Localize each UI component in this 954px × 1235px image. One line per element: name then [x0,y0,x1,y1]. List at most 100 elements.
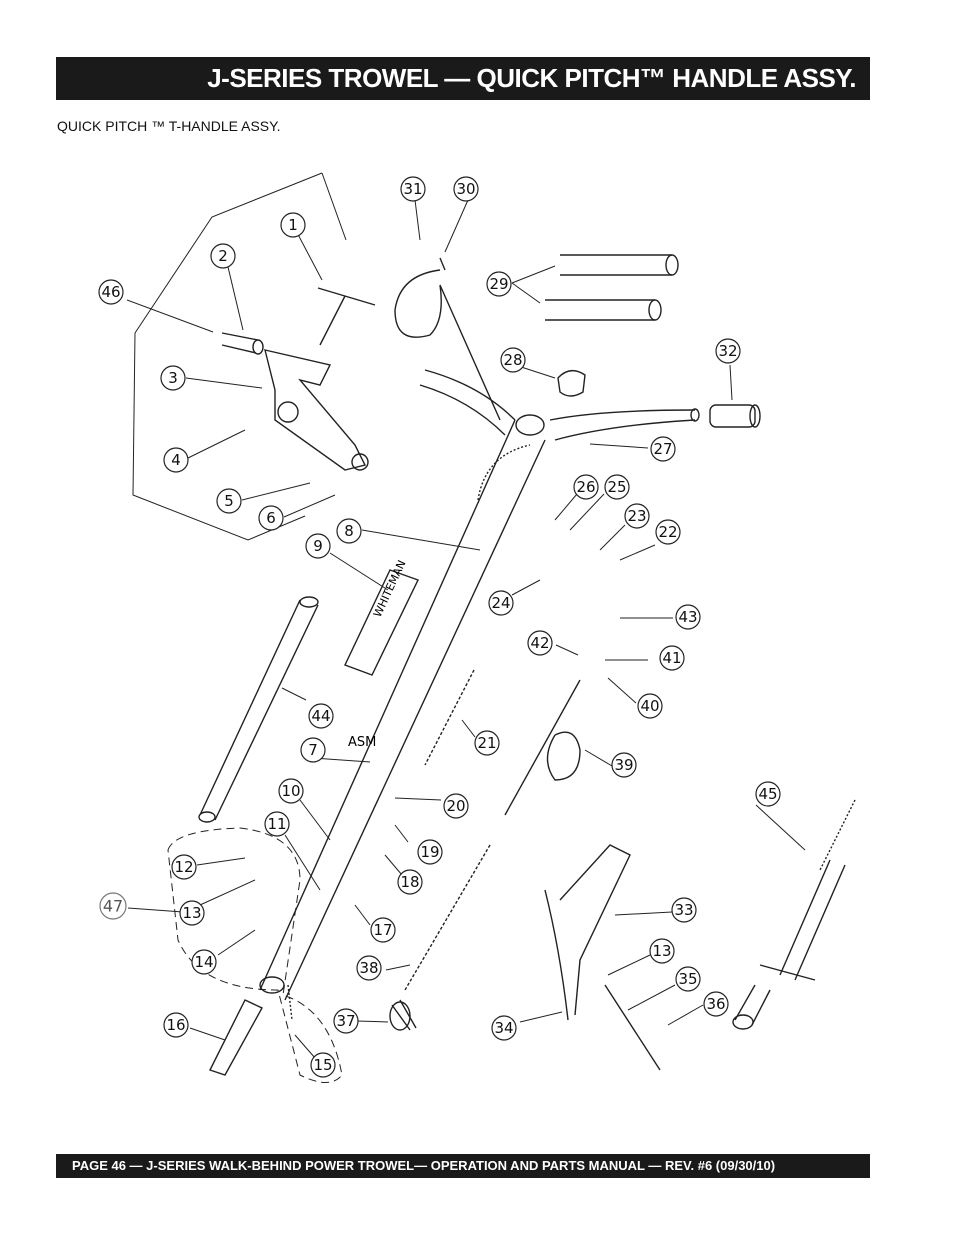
callout-17: 17 [370,917,396,943]
threaded-rod [424,669,475,766]
callout-20: 20 [443,793,469,819]
grip-tube-small [221,332,259,354]
svg-text:22: 22 [658,523,677,541]
svg-text:31: 31 [403,180,422,198]
svg-text:28: 28 [503,351,522,369]
cross-handle-bar [419,369,700,441]
callout-23: 23 [624,503,650,529]
svg-text:25: 25 [607,478,626,496]
svg-text:8: 8 [344,522,354,540]
callout-45: 45 [755,781,781,807]
svg-text:17: 17 [373,921,392,939]
bushing [391,999,417,1031]
svg-text:5: 5 [224,492,234,510]
callout-26: 26 [573,474,599,500]
svg-text:30: 30 [456,180,475,198]
callout-40: 40 [637,693,663,719]
callout-5: 5 [216,488,242,514]
callout-7: 7 [300,737,326,763]
yoke [544,844,631,1021]
section-subtitle: QUICK PITCH ™ T-HANDLE ASSY. [57,118,281,134]
leader-lines [126,199,806,1059]
svg-text:37: 37 [336,1012,355,1030]
callout-32: 32 [715,338,741,364]
callout-36: 36 [703,991,729,1017]
callout-22: 22 [655,519,681,545]
svg-text:43: 43 [678,608,697,626]
callout-46: 46 [98,279,124,305]
svg-text:3: 3 [168,369,178,387]
svg-text:44: 44 [311,707,330,725]
callout-27: 27 [650,436,676,462]
callout-28: 28 [500,347,526,373]
callout-42: 42 [527,630,553,656]
callout-47: 47 [99,892,127,920]
callout-29: 29 [486,271,512,297]
svg-text:10: 10 [281,782,300,800]
callout-13-right: 13 [649,938,675,964]
svg-text:45: 45 [758,785,777,803]
bolt [287,984,293,1021]
svg-text:35: 35 [678,970,697,988]
callout-1: 1 [280,212,306,238]
svg-text:15: 15 [313,1056,332,1074]
svg-text:47: 47 [103,897,123,916]
callout-21: 21 [474,730,500,756]
svg-text:33: 33 [674,901,693,919]
callout-25: 25 [604,474,630,500]
throttle-cable [394,257,501,421]
svg-text:41: 41 [662,649,681,667]
callout-3: 3 [160,365,186,391]
callout-4: 4 [163,447,189,473]
svg-text:19: 19 [420,843,439,861]
pitch-quadrant [477,444,531,501]
svg-text:29: 29 [489,275,508,293]
svg-text:14: 14 [194,953,213,971]
callout-39: 39 [611,752,637,778]
svg-text:4: 4 [171,451,181,469]
callout-14: 14 [191,949,217,975]
svg-text:26: 26 [576,478,595,496]
callout-11: 11 [264,811,290,837]
cap [557,370,586,397]
svg-text:6: 6 [266,509,276,527]
svg-text:21: 21 [477,734,496,752]
callout-16: 16 [163,1012,189,1038]
svg-text:12: 12 [174,858,193,876]
callout-19: 19 [417,839,443,865]
callout-44: 44 [308,703,334,729]
callout-2: 2 [210,243,236,269]
svg-text:24: 24 [491,594,510,612]
svg-text:13: 13 [652,942,671,960]
tee-handle-group-outline [132,172,347,541]
page-footer-text: PAGE 46 — J-SERIES WALK-BEHIND POWER TRO… [72,1158,776,1173]
tee-rod [317,287,376,346]
svg-text:9: 9 [313,537,323,555]
callout-13-left: 13 [179,900,205,926]
svg-text:1: 1 [288,216,298,234]
callout-24: 24 [488,590,514,616]
page-title: J-SERIES TROWEL — QUICK PITCH™ HANDLE AS… [207,63,856,93]
callout-33: 33 [671,897,697,923]
throttle-spool [709,404,761,428]
svg-text:42: 42 [530,634,549,652]
svg-text:20: 20 [446,797,465,815]
page-title-bar: J-SERIES TROWEL — QUICK PITCH™ HANDLE AS… [56,57,870,100]
svg-text:16: 16 [166,1016,185,1034]
callout-12: 12 [171,854,197,880]
svg-text:27: 27 [653,440,672,458]
lower-side-tube [198,596,319,823]
callout-41: 41 [659,645,685,671]
handle-decal [344,569,419,676]
callout-34: 34 [491,1015,517,1041]
callout-31: 31 [400,176,426,202]
callout-18: 18 [397,869,423,895]
svg-text:39: 39 [614,756,633,774]
svg-text:40: 40 [640,697,659,715]
svg-text:36: 36 [706,995,725,1013]
handle-grips [545,254,679,321]
svg-text:46: 46 [101,283,120,301]
svg-text:32: 32 [718,342,737,360]
svg-text:23: 23 [627,507,646,525]
